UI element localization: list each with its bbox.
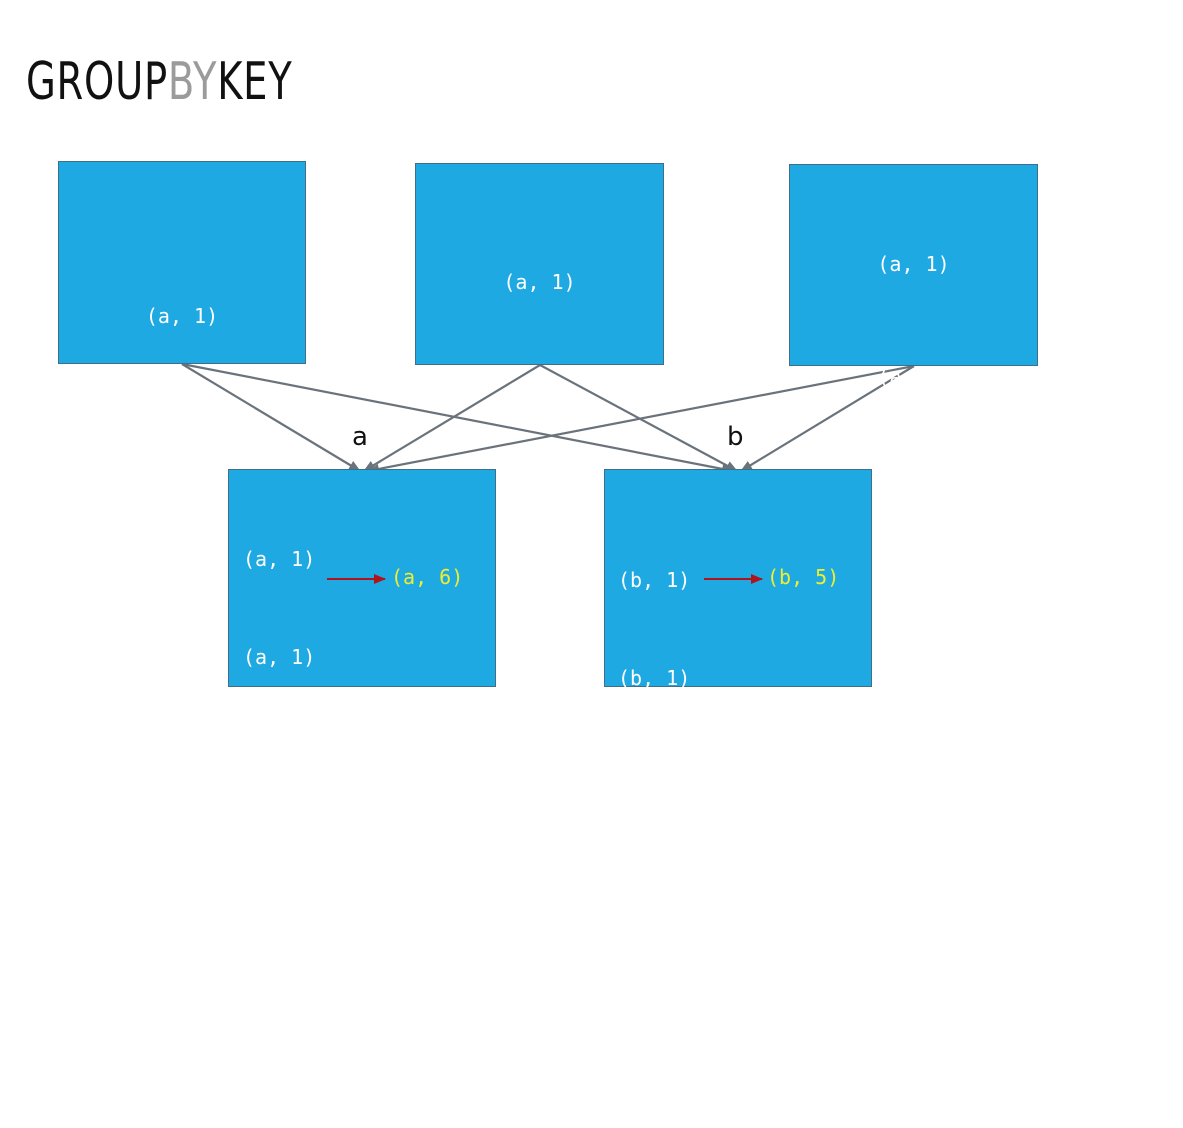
record: (a, 1) — [243, 644, 316, 669]
record: (b, 1) — [618, 568, 691, 592]
page-title: GROUPBYKEY — [26, 52, 292, 112]
partition-records: (a, 1) (a, 1) (b, 1) (b, 1) — [416, 190, 663, 708]
record: (b, 1) — [618, 860, 691, 885]
input-partition-3: (a, 1) (a, 1) (a, 1) (b, 1) (b, 1) — [789, 164, 1038, 726]
group-result-b: (b, 5) — [767, 565, 840, 589]
flow-arrows — [181, 362, 915, 474]
key-label-b: b — [727, 422, 744, 452]
record: (a, 1) — [243, 742, 316, 766]
record: (b, 1) — [877, 589, 950, 614]
edge-in2-a — [363, 364, 541, 472]
key-label-a: a — [352, 422, 368, 452]
record: (a, 1) — [877, 252, 950, 276]
group-result-a: (a, 6) — [391, 565, 464, 589]
title-key: KEY — [217, 52, 293, 112]
edge-in3-a — [367, 364, 915, 474]
edge-in1-b — [181, 362, 734, 474]
input-partition-1: (a, 1) (b, 1) — [58, 161, 306, 436]
record: (a, 1) — [243, 1034, 316, 1059]
record: (b, 1) — [503, 603, 576, 627]
record: (a, 1) — [243, 839, 316, 864]
title-by: BY — [167, 52, 218, 112]
edge-in1-a — [181, 363, 361, 472]
record: (b, 1) — [618, 665, 691, 690]
partition-records: (a, 1) (b, 1) — [59, 226, 305, 514]
record: (a, 1) — [243, 547, 316, 571]
record: (a, 1) — [503, 381, 576, 405]
record: (a, 1) — [145, 304, 219, 328]
record: (b, 1) — [877, 702, 950, 726]
reduce-arrow-b — [704, 574, 763, 584]
record: (a, 1) — [243, 937, 316, 961]
group-records: (b, 1) (b, 1) (b, 1) (b, 1) (b, 1) — [618, 499, 690, 1052]
output-group-b: (b, 1) (b, 1) (b, 1) (b, 1) (b, 1) (b, 5… — [604, 469, 872, 982]
record: (b, 1) — [503, 492, 576, 516]
title-group: GROUP — [26, 52, 168, 112]
output-group-a: (a, 1) (a, 1) (a, 1) (a, 1) (a, 1) (a, 1… — [228, 469, 496, 1059]
reduce-arrow-a — [327, 574, 386, 584]
record: (a, 1) — [503, 270, 576, 294]
group-records: (a, 1) (a, 1) (a, 1) (a, 1) (a, 1) (a, 1… — [243, 478, 315, 1128]
record: (b, 1) — [618, 763, 691, 787]
record: (a, 1) — [877, 364, 950, 389]
record: (b, 1) — [145, 412, 219, 436]
edge-in3-b — [740, 365, 915, 472]
input-partition-2: (a, 1) (a, 1) (b, 1) (b, 1) — [415, 163, 664, 627]
record: (a, 1) — [877, 477, 950, 501]
record: (b, 1) — [618, 958, 691, 982]
